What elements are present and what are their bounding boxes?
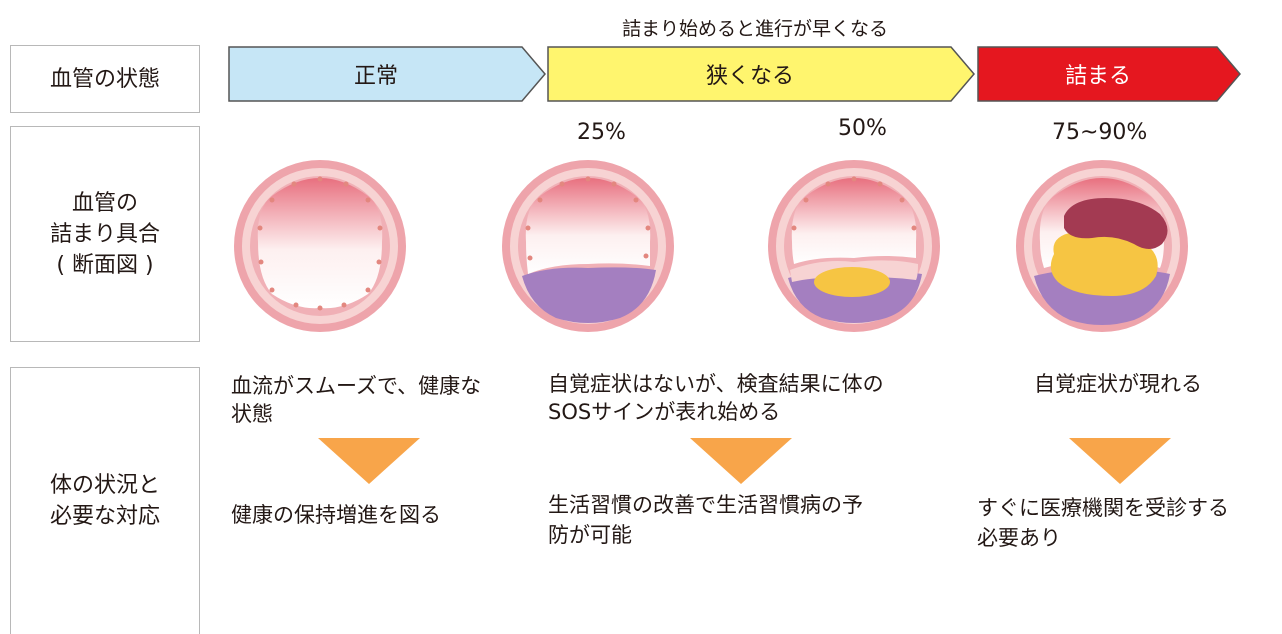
progress-caption: 詰まり始めると進行が早くなる: [621, 18, 888, 40]
stage-arrow-clogged: 詰まる: [977, 46, 1241, 102]
stage-arrow-normal: 正常: [228, 46, 546, 102]
arrow-shape-clogged: [977, 46, 1241, 102]
vessel-cross-section-75-90: [1016, 160, 1188, 332]
percent-label-50: 50%: [838, 116, 887, 141]
description-clogged: 自覚症状が現れる: [1034, 372, 1202, 396]
down-arrow-narrowing: [690, 438, 792, 484]
down-arrow-normal: [318, 438, 420, 484]
vessel-cross-section-50: [768, 160, 940, 332]
percent-label-75-90: 75~90%: [1052, 120, 1148, 145]
description-normal: 血流がスムーズで、健康な 状態: [231, 374, 482, 426]
description-narrowing: 自覚症状はないが、検査結果に体の SOSサインが表れ始める: [548, 372, 884, 424]
stage-label-normal: 正常: [353, 64, 398, 89]
vessel-cross-section-25: [502, 160, 674, 332]
vessel-cross-section-normal: [234, 160, 406, 332]
row-label-body-condition: 体の状況と 必要な対応: [10, 367, 200, 634]
down-arrow-clogged: [1069, 438, 1171, 484]
action-narrowing: 生活習慣の改善で生活習慣病の予 防が可能: [548, 493, 863, 547]
stage-label-narrowing: 狭くなる: [705, 64, 794, 89]
stage-label-clogged: 詰まる: [1064, 64, 1131, 89]
action-clogged: すぐに医療機関を受診する 必要あり: [977, 496, 1229, 550]
arrow-shape-normal: [228, 46, 546, 102]
action-normal: 健康の保持増進を図る: [231, 503, 441, 527]
row-label-clogging-degree: 血管の 詰まり具合 ( 断面図 ): [10, 126, 200, 342]
percent-label-25: 25%: [577, 120, 626, 145]
stage-arrow-narrowing: 狭くなる: [547, 46, 975, 102]
arrow-shape-narrowing: [547, 46, 975, 102]
row-label-vessel-state: 血管の状態: [10, 45, 200, 113]
